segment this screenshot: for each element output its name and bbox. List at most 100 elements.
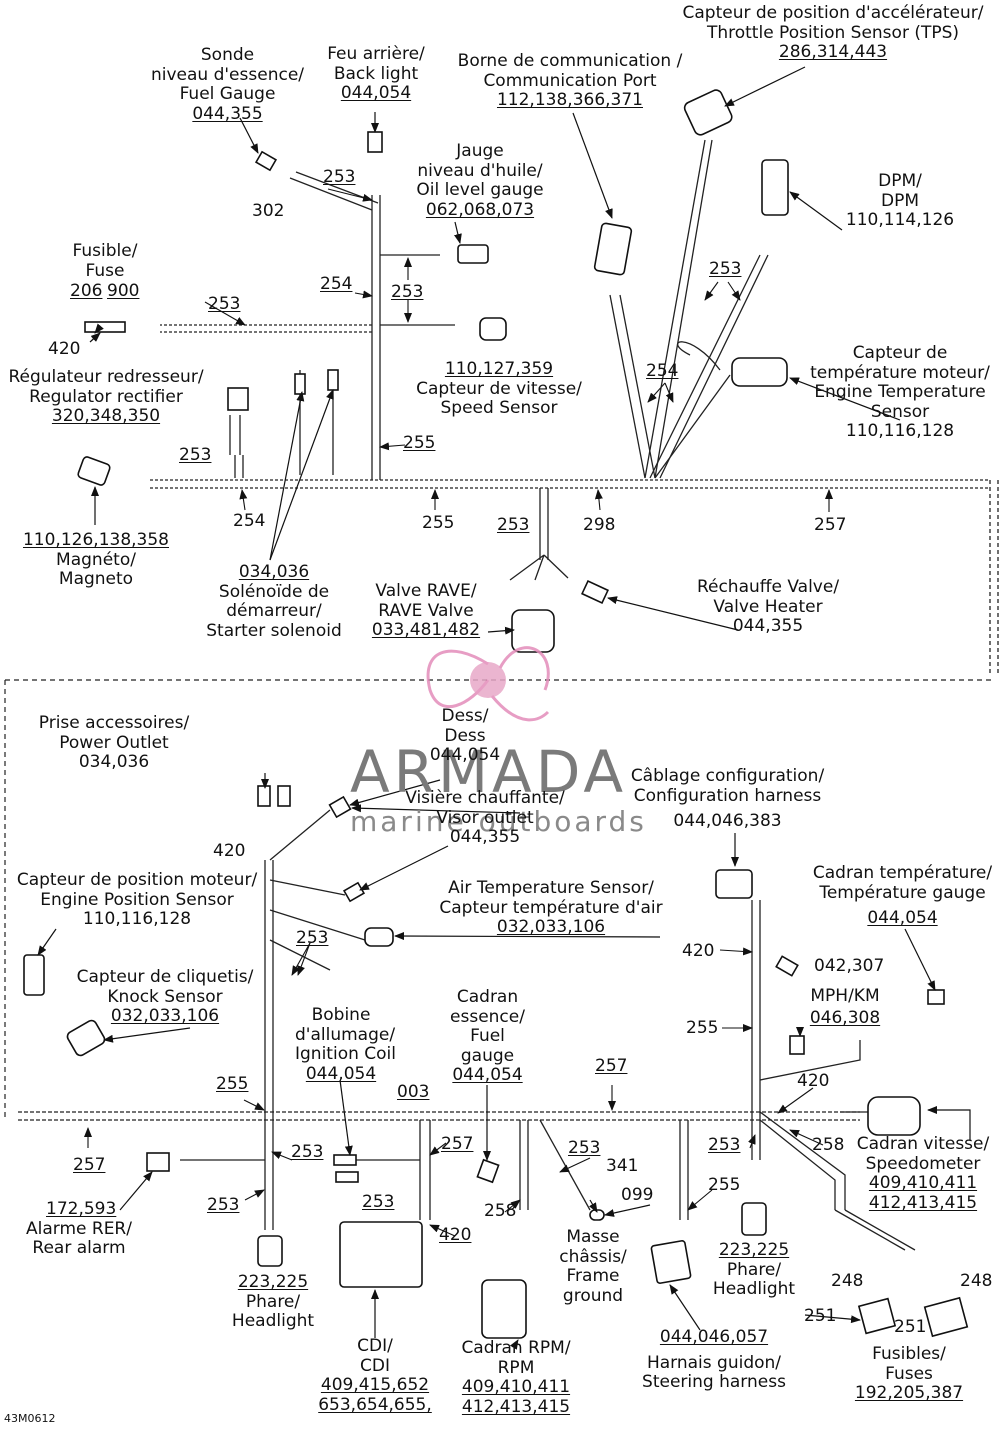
visor-outlet-icon [342, 881, 366, 903]
cdi-label: CDI/ CDI 409,415,652 653,654,655, [318, 1336, 432, 1415]
ref-253: 253 [207, 1195, 240, 1215]
valve-heater-label: Réchauffe Valve/ Valve Heater 044,355 [696, 577, 840, 636]
rave-valve-label: Valve RAVE/ RAVE Valve 033,481,482 [371, 581, 481, 640]
ref-253: 253 [391, 282, 424, 302]
air-temp-label: Air Temperature Sensor/ Capteur températ… [439, 878, 663, 937]
speedometer-icon [867, 1096, 921, 1136]
ref-253: 253 [708, 1135, 741, 1155]
ref-257: 257 [814, 515, 847, 535]
headlight-left-label: 223,225 Phare/ Headlight [231, 1272, 315, 1331]
power-outlet-label: Prise accessoires/ Power Outlet 034,036 [38, 713, 190, 772]
regulator-connector-icon [227, 387, 249, 411]
speedometer-label: Cadran vitesse/ Speedometer 409,410,411 … [856, 1134, 990, 1213]
ref-255: 255 [422, 513, 455, 533]
fuel-gauge-sensor-icon [254, 150, 278, 172]
oil-gauge-connector-icon [457, 244, 489, 264]
dpm-label: DPM/ DPM 110,114,126 [845, 171, 955, 230]
fuses-icon-2 [923, 1296, 969, 1338]
frame-ground-label: Masse châssis/ Frame ground [559, 1227, 627, 1306]
tps-label: Capteur de position d'accélérateur/ Thro… [682, 3, 984, 62]
back-light-connector-icon [367, 131, 383, 153]
ref-253: 253 [362, 1192, 395, 1212]
rear-alarm-label: 172,593 Alarme RER/ Rear alarm [26, 1199, 132, 1258]
ref-253: 253 [179, 445, 212, 465]
knock-sensor-icon [66, 1019, 106, 1057]
ref-253: 253 [709, 259, 742, 279]
config-harness-connector-icon [715, 869, 753, 899]
ref-255: 255 [686, 1018, 719, 1038]
dimension-arrows [84, 188, 833, 1237]
leader-arrows [37, 66, 971, 1350]
rave-valve-icon [511, 609, 555, 653]
starter-solenoid-icon-1 [294, 373, 306, 395]
ref-253: 253 [291, 1142, 324, 1162]
ref-099: 099 [621, 1185, 654, 1205]
fuses-label: Fusibles/ Fuses 192,205,387 [854, 1344, 964, 1403]
dess-connector-icon [328, 795, 352, 819]
fuse-ref-206: 206 [70, 281, 103, 301]
component-glyphs [23, 89, 969, 1339]
lower-harness [18, 809, 916, 1251]
ref-248: 248 [831, 1271, 864, 1291]
ref-251: 251 [804, 1306, 837, 1326]
fuses-icon-1 [857, 1297, 897, 1335]
starter-solenoid-icon-2 [327, 369, 339, 391]
ref-258: 258 [812, 1135, 845, 1155]
ref-255: 255 [708, 1175, 741, 1195]
headlight-left-connector-icon [257, 1235, 283, 1267]
ref-253: 253 [568, 1138, 601, 1158]
ref-042-307: 042,307 [814, 956, 885, 976]
engine-temp-label: Capteur de température moteur/ Engine Te… [810, 343, 990, 441]
mph-connector-icon [775, 955, 799, 977]
rear-alarm-connector-icon [146, 1152, 170, 1172]
ref-257: 257 [441, 1134, 474, 1154]
ref-253: 253 [323, 167, 356, 187]
steering-harness-label: 044,046,057 Harnais guidon/ Steering har… [642, 1327, 786, 1392]
ref-258: 258 [484, 1201, 517, 1221]
knock-sensor-label: Capteur de cliquetis/ Knock Sensor 032,0… [76, 967, 254, 1026]
ref-420: 420 [797, 1071, 830, 1091]
temp-gauge-connector-icon [927, 989, 945, 1005]
watermark-logo [426, 646, 550, 722]
fuse-holder-icon [84, 321, 126, 333]
ref-254: 254 [646, 361, 679, 381]
visor-outlet-label: Visière chauffante/ Visor outlet 044,355 [405, 788, 565, 847]
oil-gauge-label: Jauge niveau d'huile/ Oil level gauge 06… [416, 141, 544, 220]
ref-420: 420 [439, 1225, 472, 1245]
ref-255: 255 [216, 1074, 249, 1094]
ignition-coil-icon-1 [333, 1154, 357, 1166]
fuse-label: Fusible/ Fuse [72, 241, 138, 281]
dess-label: Dess/ Dess 044,054 [429, 706, 501, 765]
valve-heater-icon [581, 579, 609, 605]
fuel-gauge-sensor-label: Sonde niveau d'essence/ Fuel Gauge 044,3… [150, 45, 305, 124]
ref-257: 257 [73, 1155, 106, 1175]
ref-420: 420 [48, 339, 81, 359]
engine-position-label: Capteur de position moteur/ Engine Posit… [16, 870, 258, 929]
ref-420: 420 [213, 841, 246, 861]
fuel-gauge-dial-label: Cadran essence/ Fuel gauge 044,054 [450, 987, 525, 1085]
speed-sensor-label: 110,127,359 Capteur de vitesse/ Speed Se… [416, 359, 582, 418]
config-harness-label: Câblage configuration/ Configuration har… [630, 766, 825, 831]
mph-km-label: MPH/KM 046,308 [809, 986, 881, 1028]
watermark-brand: ARMADA [350, 738, 628, 806]
mph-km-connector-icon [789, 1035, 805, 1055]
regulator-label: Régulateur redresseur/ Regulator rectifi… [8, 367, 204, 426]
ref-003: 003 [397, 1082, 430, 1102]
diagram-code: 43M0612 [4, 1412, 56, 1425]
magneto-connector-icon [77, 456, 111, 486]
cdi-module-icon [339, 1221, 423, 1288]
headlight-right-label: 223,225 Phare/ Headlight [712, 1240, 796, 1299]
ref-341: 341 [606, 1156, 639, 1176]
power-outlet-icon-2 [277, 785, 291, 807]
ignition-coil-label: Bobine d'allumage/ Ignition Coil 044,054 [295, 1005, 396, 1084]
ref-257: 257 [595, 1056, 628, 1076]
watermark-tagline: marine outboards [350, 805, 647, 838]
power-outlet-icon-1 [257, 785, 271, 807]
upper-harness [150, 139, 999, 675]
ref-253: 253 [497, 515, 530, 535]
speed-sensor-icon [479, 317, 507, 341]
comm-port-label: Borne de communication / Communication P… [457, 51, 683, 110]
engine-position-sensor-icon [23, 954, 45, 996]
ref-248: 248 [960, 1271, 993, 1291]
